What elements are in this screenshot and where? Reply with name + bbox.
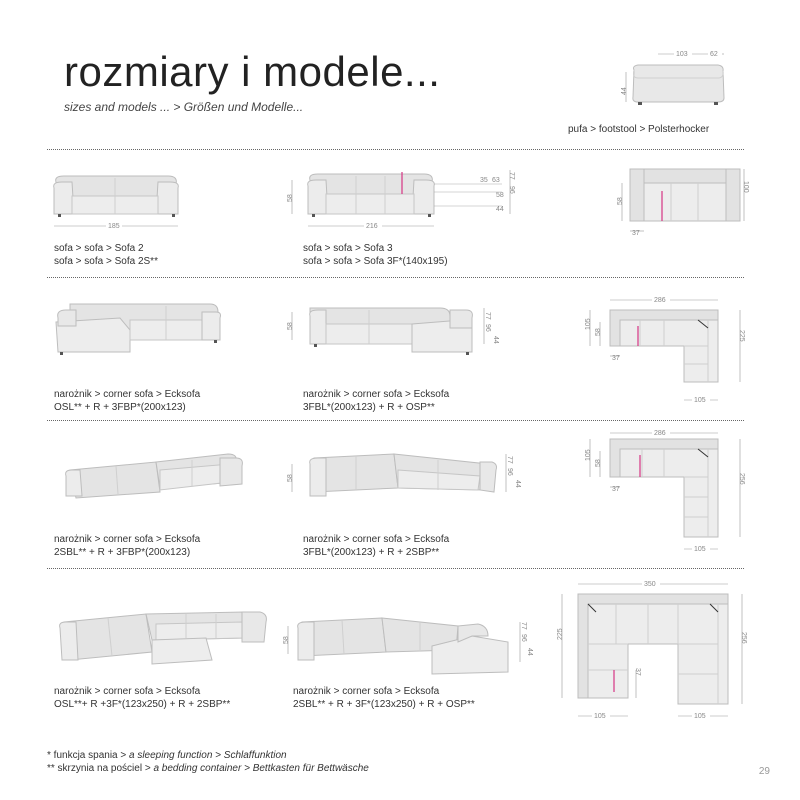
- corner-sofa-osl-drawing: [55, 303, 221, 355]
- plan-4-dim-left-chaise: 105: [594, 713, 606, 720]
- sofa-3-dim-width: 216: [366, 223, 378, 230]
- plan-3-dim-chaise: 105: [694, 546, 706, 553]
- divider-3: [47, 420, 744, 421]
- sofa-2-drawing: 185: [53, 175, 179, 230]
- u-sofa-2sbl-drawing: 58 77 96 44: [283, 617, 533, 675]
- divider-4: [47, 568, 744, 569]
- sofa-plan-drawing: 58 100 37: [617, 168, 749, 237]
- plan-1-dim-arm: 37: [632, 230, 640, 237]
- plan-2-dim-depth-left: 105: [585, 318, 592, 330]
- plan-3-dim-width: 286: [654, 430, 666, 437]
- u-sofa-osl-caption: narożnik > corner sofa > Ecksofa OSL**+ …: [54, 685, 230, 711]
- corner-3fbl2-dim-seat: 58: [287, 474, 294, 482]
- plan-3-dim-depth-left: 105: [585, 449, 592, 461]
- corner-sofa-2sbl-caption: narożnik > corner sofa > Ecksofa 2SBL** …: [54, 533, 200, 559]
- u-sofa-2sbl-dim-h2: 96: [520, 634, 527, 642]
- corner-plan-2-drawing: 286 105 58 37 256 105: [585, 428, 745, 553]
- plan-1-dim-depth: 100: [742, 181, 749, 193]
- page-number: 29: [758, 766, 770, 777]
- sofa-2-caption-line1: sofa > sofa > Sofa 2: [54, 243, 144, 254]
- corner-sofa-2sbl-caption-line2: 2SBL** + R + 3FBP*(200x123): [54, 547, 191, 558]
- corner-3fbl2-dim-h1: 77: [506, 456, 513, 464]
- u-sofa-2sbl-dim-h3: 44: [526, 648, 533, 656]
- corner-sofa-3fbl-caption-line2: 3FBL*(200x123) + R + OSP**: [303, 402, 435, 413]
- sofa-3-dim-f: 96: [508, 186, 515, 194]
- sofa-3-caption-line2: sofa > sofa > Sofa 3F*(140x195): [303, 256, 448, 267]
- footstool-drawing: 103 62 44: [621, 49, 725, 105]
- plan-2-dim-depth-right: 225: [738, 330, 745, 342]
- sofa-3-dim-e: 77: [508, 172, 515, 180]
- footnote-sleeping-pl: * funkcja spania >: [47, 750, 129, 761]
- corner-3fbl2-dim-h3: 44: [514, 480, 521, 488]
- plan-4-dim-arm: 37: [634, 668, 641, 676]
- corner-sofa-3fbl-caption-line1: narożnik > corner sofa > Ecksofa: [303, 389, 450, 400]
- sofa-3-dim-c: 58: [496, 192, 504, 199]
- sofa-3-dim-b: 63: [492, 177, 500, 184]
- divider-1: [47, 149, 744, 150]
- sofa-2-caption: sofa > sofa > Sofa 2 sofa > sofa > Sofa …: [54, 242, 158, 268]
- footnote-sleeping-translation: a sleeping function > Schlaffunktion: [129, 750, 287, 761]
- plan-2-dim-arm: 37: [612, 355, 620, 362]
- plan-4-dim-depth-right: 256: [740, 632, 747, 644]
- sofa-3-caption: sofa > sofa > Sofa 3 sofa > sofa > Sofa …: [303, 242, 448, 268]
- page-title: rozmiary i modele...: [64, 48, 441, 95]
- corner-sofa-osl-caption-line1: narożnik > corner sofa > Ecksofa: [54, 389, 201, 400]
- u-sofa-2sbl-caption-line2: 2SBL** + R + 3F*(123x250) + R + OSP**: [293, 699, 475, 710]
- plan-4-dim-right-chaise: 105: [694, 713, 706, 720]
- corner-plan-1-drawing: 286 105 58 37 225 105: [585, 295, 745, 404]
- plan-4-dim-width: 350: [644, 581, 656, 588]
- footnote-bedding-pl: ** skrzynia na pościel >: [47, 763, 154, 774]
- footnote-bedding: ** skrzynia na pościel > a bedding conta…: [47, 763, 369, 774]
- u-sofa-osl-drawing: [59, 611, 267, 665]
- corner-sofa-osl-caption-line2: OSL** + R + 3FBP*(200x123): [54, 402, 186, 413]
- corner-sofa-osl-caption: narożnik > corner sofa > Ecksofa OSL** +…: [54, 388, 200, 414]
- corner-3fbl-dim-h3: 44: [492, 336, 499, 344]
- corner-sofa-2sbl-caption-line1: narożnik > corner sofa > Ecksofa: [54, 534, 201, 545]
- sofa-3-dim-seat: 58: [287, 194, 294, 202]
- plan-2-dim-width: 286: [654, 297, 666, 304]
- corner-sofa-3fbl-2sbp-caption-line1: narożnik > corner sofa > Ecksofa: [303, 534, 450, 545]
- corner-sofa-3fbl-caption: narożnik > corner sofa > Ecksofa 3FBL*(2…: [303, 388, 449, 414]
- divider-2: [47, 277, 744, 278]
- footnote-sleeping: * funkcja spania > a sleeping function >…: [47, 750, 287, 761]
- corner-sofa-2sbl-drawing: [65, 453, 243, 499]
- plan-3-dim-seat: 58: [595, 459, 602, 467]
- footstool-label: pufa > footstool > Polsterhocker: [568, 124, 710, 135]
- sofa-3-dim-d: 44: [496, 206, 504, 213]
- pufa-dim-width: 103: [676, 51, 688, 58]
- corner-sofa-3fbl-2sbp-caption: narożnik > corner sofa > Ecksofa 3FBL*(2…: [303, 533, 449, 559]
- u-sofa-osl-caption-line2: OSL**+ R +3F*(123x250) + R + 2SBP**: [54, 699, 231, 710]
- sofa-3-drawing: 58 35 63 58 44 77 96 216: [287, 170, 515, 230]
- pufa-dim-height: 44: [621, 87, 628, 95]
- u-sofa-2sbl-caption-line1: narożnik > corner sofa > Ecksofa: [293, 686, 440, 697]
- sofa-3-caption-line1: sofa > sofa > Sofa 3: [303, 243, 393, 254]
- plan-3-dim-arm: 37: [612, 486, 620, 493]
- plan-2-dim-seat: 58: [595, 328, 602, 336]
- corner-3fbl2-dim-h2: 96: [506, 468, 513, 476]
- sofa-2-caption-line2: sofa > sofa > Sofa 2S**: [54, 256, 158, 267]
- u-sofa-2sbl-dim-seat: 58: [283, 636, 290, 644]
- u-plan-drawing: 350 225 37 105 105 256: [557, 579, 747, 720]
- corner-3fbl-dim-h1: 77: [484, 312, 491, 320]
- u-sofa-osl-caption-line1: narożnik > corner sofa > Ecksofa: [54, 686, 201, 697]
- plan-1-dim-seat: 58: [617, 197, 624, 205]
- u-sofa-2sbl-dim-h1: 77: [520, 622, 527, 630]
- u-sofa-2sbl-caption: narożnik > corner sofa > Ecksofa 2SBL** …: [293, 685, 475, 711]
- sofa-3-dim-a: 35: [480, 177, 488, 184]
- plan-3-dim-depth-right: 256: [738, 473, 745, 485]
- sofa-2-dim-width: 185: [108, 223, 120, 230]
- plan-2-dim-chaise: 105: [694, 397, 706, 404]
- corner-3fbl-dim-h2: 96: [484, 324, 491, 332]
- page-subtitle: sizes and models ... > Größen und Modell…: [64, 100, 304, 114]
- plan-4-dim-depth-left: 225: [557, 628, 564, 640]
- corner-sofa-3fbl-2sbp-drawing: 58 77 96 44: [287, 453, 521, 497]
- corner-3fbl-dim-seat: 58: [287, 322, 294, 330]
- footnote-bedding-translation: a bedding container > Bettkasten für Bet…: [153, 763, 369, 774]
- corner-sofa-3fbl-2sbp-caption-line2: 3FBL*(200x123) + R + 2SBP**: [303, 547, 440, 558]
- pufa-dim-depth: 62: [710, 51, 718, 58]
- corner-sofa-3fbl-drawing: 58 77 96 44: [287, 307, 499, 355]
